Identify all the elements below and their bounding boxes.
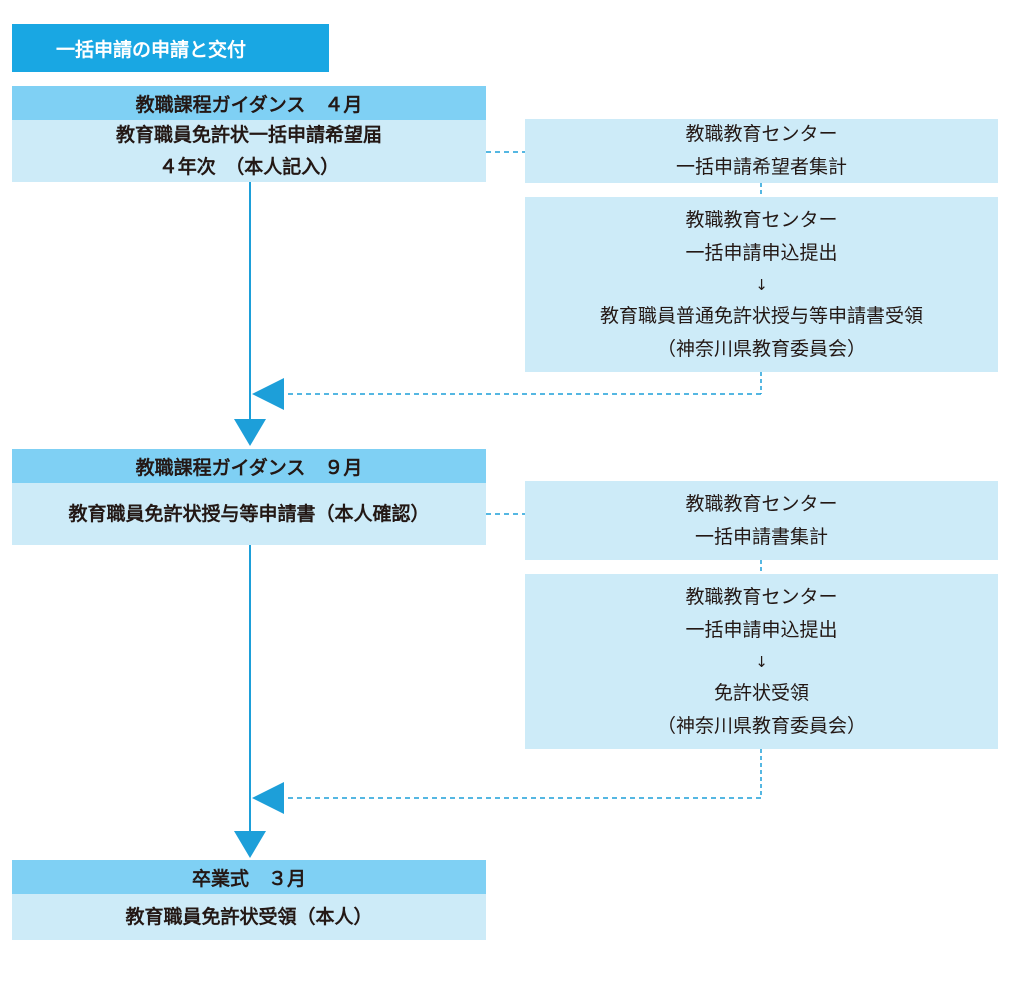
box-line: （神奈川県教育委員会） — [656, 337, 866, 360]
box-line: 一括申請書集計 — [694, 525, 828, 548]
down-arrow-icon: ↓ — [755, 275, 768, 294]
down-arrow-icon: ↓ — [755, 652, 768, 671]
left-arrowhead-icon — [252, 782, 284, 814]
stage2-center-submit-box: 教職教育センター 一括申請申込提出 ↓ 免許状受領 （神奈川県教育委員会） — [525, 574, 998, 749]
stage3-header: 卒業式 ３月 — [12, 860, 486, 894]
stage2-box: 教育職員免許状授与等申請書（本人確認） — [12, 483, 486, 545]
box-line: 教職教育センター — [685, 492, 838, 515]
stage1-center-tally-box: 教職教育センター 一括申請希望者集計 — [525, 119, 998, 183]
box-line: 一括申請申込提出 — [685, 241, 838, 264]
down-arrowhead-icon — [234, 831, 266, 858]
stage1-center-submit-box: 教職教育センター 一括申請申込提出 ↓ 教育職員普通免許状授与等申請書受領 （神… — [525, 197, 998, 372]
box-line: 一括申請希望者集計 — [675, 156, 847, 178]
stage2-header: 教職課程ガイダンス ９月 — [12, 449, 486, 483]
stage3-line: 教育職員免許状受領（本人） — [125, 906, 373, 928]
box-line: 教職教育センター — [685, 123, 838, 145]
stage3-box: 教育職員免許状受領（本人） — [12, 894, 486, 940]
stage1-line: 教育職員免許状一括申請希望届 — [115, 124, 382, 146]
stage2-line: 教育職員免許状授与等申請書（本人確認） — [68, 503, 430, 525]
down-arrowhead-icon — [234, 419, 266, 446]
stage1-box: 教育職員免許状一括申請希望届 ４年次 （本人記入） — [12, 120, 486, 182]
box-line: （神奈川県教育委員会） — [656, 714, 866, 737]
stage1-header: 教職課程ガイダンス ４月 — [12, 86, 486, 120]
diagram-title: 一括申請の申請と交付 — [12, 24, 329, 72]
box-line: 教職教育センター — [685, 208, 838, 231]
left-arrowhead-icon — [252, 378, 284, 410]
box-line: 教育職員普通免許状授与等申請書受領 — [599, 304, 923, 327]
stage1-line: ４年次 （本人記入） — [158, 156, 340, 178]
box-line: 一括申請申込提出 — [685, 618, 838, 641]
box-line: 免許状受領 — [713, 681, 809, 704]
stage2-center-tally-box: 教職教育センター 一括申請書集計 — [525, 481, 998, 560]
box-line: 教職教育センター — [685, 585, 838, 608]
